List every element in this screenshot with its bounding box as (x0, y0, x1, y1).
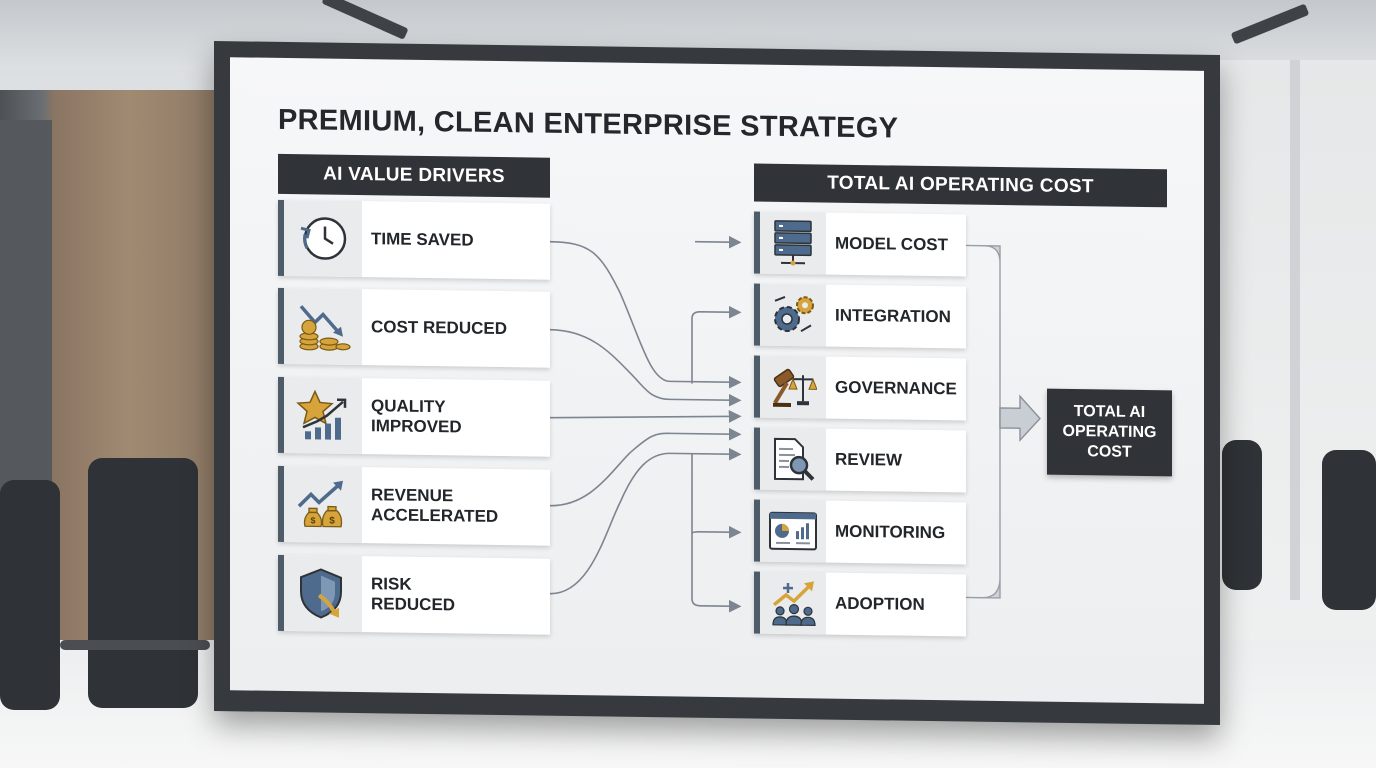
cost-card-monitoring: MONITORING (754, 499, 966, 565)
chair-arm (60, 640, 210, 650)
driver-card-revenue-accelerated: $ $ REVENUE ACCELERATED (278, 465, 550, 546)
window-column (1290, 60, 1300, 600)
connector-cost-reduced (549, 328, 742, 407)
driver-label: TIME SAVED (371, 229, 474, 250)
money-bag-growth-icon: $ $ (297, 480, 343, 528)
svg-text:$: $ (329, 516, 335, 527)
cost-card-governance: GOVERNANCE (754, 355, 966, 421)
gears-icon (774, 296, 814, 333)
cost-card-model-cost: MODEL COST (754, 211, 966, 277)
chair (1322, 450, 1376, 610)
driver-card-cost-reduced: COST REDUCED (278, 287, 550, 368)
cost-label: ADOPTION (835, 593, 925, 614)
cost-card-integration: INTEGRATION (754, 283, 966, 349)
coins-down-icon (299, 305, 351, 351)
connector-model-cost (695, 235, 742, 249)
cost-label: GOVERNANCE (835, 377, 957, 399)
document-search-icon (774, 437, 815, 481)
driver-label: QUALITY IMPROVED (371, 396, 462, 437)
cost-card-adoption: ADOPTION (754, 571, 966, 637)
driver-label: COST REDUCED (371, 317, 508, 339)
star-chart-icon (296, 389, 347, 440)
connector-risk-reduced (549, 447, 742, 595)
presentation-screen: PREMIUM, CLEAN ENTERPRISE STRATEGY AI VA… (230, 57, 1204, 704)
connector-spine (691, 305, 742, 384)
connector-quality-improved (549, 410, 742, 423)
aggregation-bracket (965, 244, 1001, 599)
gavel-icon (773, 368, 817, 408)
aggregation-arrow (999, 394, 1041, 443)
server-icon (774, 220, 812, 266)
driver-label: RISK REDUCED (371, 574, 456, 615)
driver-label: REVENUE ACCELERATED (371, 485, 499, 526)
chair (1222, 440, 1262, 590)
driver-card-time-saved: TIME SAVED (278, 199, 550, 280)
cost-label: REVIEW (835, 449, 903, 470)
presentation-board: PREMIUM, CLEAN ENTERPRISE STRATEGY AI VA… (214, 41, 1220, 726)
connector-time-saved (549, 240, 742, 389)
cost-label: INTEGRATION (835, 305, 951, 327)
chair (0, 480, 60, 710)
connector-revenue-accelerated (549, 427, 742, 507)
total-operating-cost-box: TOTAL AI OPERATING COST (1047, 388, 1172, 477)
connector-spine-lower (691, 453, 742, 613)
shield-icon (300, 568, 342, 619)
dashboard-icon (769, 511, 817, 551)
chair (88, 458, 198, 708)
driver-card-quality-improved: QUALITY IMPROVED (278, 376, 550, 457)
cost-label: MONITORING (835, 521, 946, 543)
connector-monitoring (691, 525, 742, 539)
cost-label: MODEL COST (835, 233, 949, 255)
driver-card-risk-reduced: RISK REDUCED (278, 554, 550, 635)
cost-card-review: REVIEW (754, 427, 966, 493)
svg-text:$: $ (310, 515, 315, 525)
clock-icon (300, 217, 347, 260)
flow-connectors (549, 235, 1041, 613)
team-growth-icon (772, 581, 816, 627)
